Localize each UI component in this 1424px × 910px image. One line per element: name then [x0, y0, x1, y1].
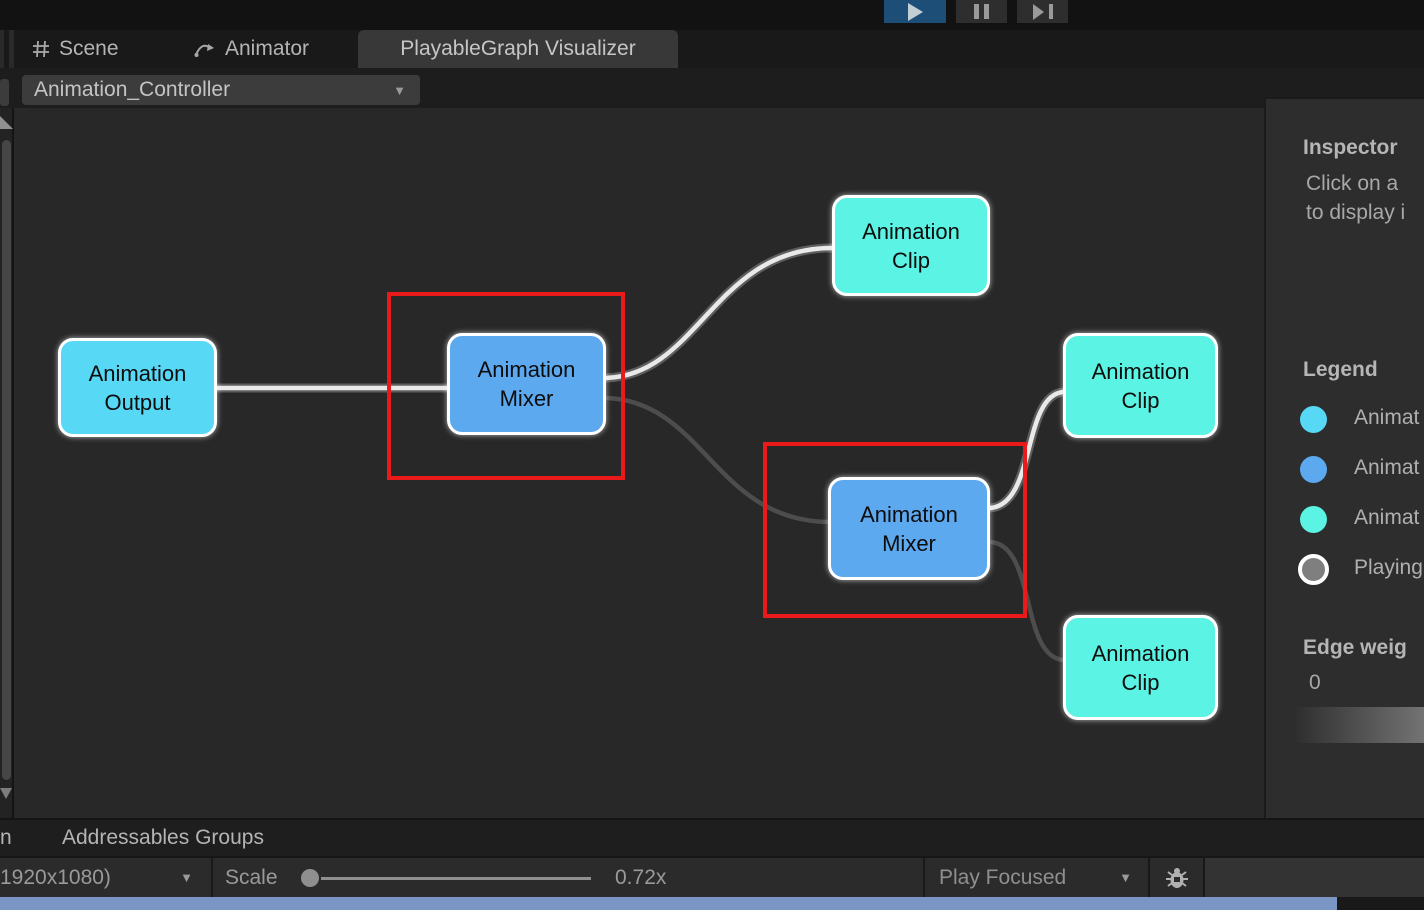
cut-tab-label[interactable]: n	[0, 826, 12, 849]
animator-icon	[194, 44, 214, 57]
graph-edges	[212, 243, 1068, 663]
chevron-down-icon: ▼	[1119, 870, 1132, 885]
graph-toolbar-row: Animation_Controller ▼	[0, 68, 1424, 108]
scale-slider-track[interactable]	[321, 877, 591, 880]
legend-label-playing: Playing	[1354, 556, 1423, 579]
tab-animator-label: Animator	[225, 37, 310, 60]
pause-button[interactable]	[956, 0, 1007, 23]
tab-scene[interactable]: Scene	[28, 30, 123, 68]
node-animation-output[interactable]: Animation Output	[58, 338, 217, 437]
edge-mixer2-clip-right	[987, 389, 1066, 511]
pause-icon	[974, 4, 979, 19]
chevron-down-icon: ▼	[393, 83, 406, 98]
scale-control: Scale 0.72x	[213, 858, 925, 897]
node-animation-clip-top[interactable]: Animation Clip	[832, 195, 990, 296]
play-controls	[884, 0, 1068, 23]
debug-button[interactable]	[1150, 858, 1205, 897]
bottom-strip-end	[1337, 897, 1424, 910]
edge-weight-min-label: 0	[1309, 671, 1321, 694]
scrollbar-thumb[interactable]	[2, 140, 11, 780]
node-animation-mixer-1[interactable]: Animation Mixer	[447, 333, 606, 435]
play-button[interactable]	[884, 0, 946, 23]
tab-animator[interactable]: Animator	[190, 30, 313, 68]
legend-dot-playing	[1298, 554, 1329, 585]
legend-label-mixer: Animat	[1354, 456, 1420, 479]
step-button[interactable]	[1017, 0, 1068, 23]
inspector-hint-line1: Click on a	[1306, 172, 1399, 195]
playablegraph-canvas[interactable]: Animation Output Animation Mixer Animati…	[14, 108, 1264, 818]
tab-playablegraph-label: PlayableGraph Visualizer	[400, 37, 636, 60]
scale-value: 0.72x	[615, 865, 667, 889]
legend-dot-output	[1300, 406, 1327, 433]
legend-dot-clip	[1300, 506, 1327, 533]
node-animation-clip-right[interactable]: Animation Clip	[1063, 333, 1218, 438]
edge-mixer2-clip-bottom	[987, 539, 1066, 663]
node-animation-clip-bottom[interactable]: Animation Clip	[1063, 615, 1218, 720]
edge-weight-title: Edge weig	[1303, 636, 1407, 659]
status-bar: 1920x1080) ▼ Scale 0.72x Play Focused ▼	[0, 856, 1424, 897]
cut-panel-edge	[9, 30, 14, 68]
bug-icon	[1165, 867, 1188, 888]
legend-title: Legend	[1303, 358, 1378, 381]
scroll-up-icon[interactable]	[0, 116, 13, 129]
edge-weight-gradient	[1296, 707, 1424, 743]
graph-selector-dropdown[interactable]: Animation_Controller ▼	[22, 75, 420, 105]
play-focused-dropdown[interactable]: Play Focused ▼	[925, 858, 1150, 897]
edge-mixer1-mixer2	[603, 395, 831, 525]
legend-label-output: Animat	[1354, 406, 1420, 429]
status-bar-filler	[1205, 858, 1424, 897]
highlight-rect-mixer1	[387, 292, 625, 480]
tab-addressables-groups[interactable]: Addressables Groups	[62, 826, 264, 849]
tab-scene-label: Scene	[59, 37, 119, 60]
scale-label: Scale	[225, 865, 278, 889]
highlight-rect-mixer2	[763, 442, 1027, 618]
scene-grid-icon	[33, 40, 49, 58]
editor-top-toolbar	[0, 0, 1424, 30]
cut-left-scrollbar	[0, 108, 14, 818]
cut-control-fragment	[0, 79, 9, 106]
inspector-title: Inspector	[1303, 136, 1398, 159]
legend-label-clip: Animat	[1354, 506, 1420, 529]
inspector-panel: Inspector Click on a to display i Legend…	[1264, 97, 1424, 818]
step-icon	[1032, 3, 1044, 20]
resolution-dropdown[interactable]: 1920x1080) ▼	[0, 858, 213, 897]
window-tab-bar: Scene Animator PlayableGraph Visualizer	[0, 30, 1424, 68]
bottom-progress-strip	[0, 897, 1337, 910]
chevron-down-icon: ▼	[180, 870, 193, 885]
inspector-hint-line2: to display i	[1306, 201, 1406, 224]
node-animation-mixer-2[interactable]: Animation Mixer	[828, 477, 990, 580]
resolution-value: 1920x1080)	[0, 865, 111, 889]
scale-slider-knob[interactable]	[301, 869, 319, 887]
edge-mixer1-clip-top	[603, 245, 835, 381]
scroll-down-icon[interactable]	[0, 788, 12, 799]
bottom-tab-bar: n Addressables Groups	[0, 818, 1424, 856]
play-focused-value: Play Focused	[939, 865, 1067, 889]
play-icon	[907, 2, 923, 21]
legend-dot-mixer	[1300, 456, 1327, 483]
cut-panel-edge	[0, 30, 4, 68]
tab-playablegraph-visualizer[interactable]: PlayableGraph Visualizer	[358, 30, 678, 68]
graph-selector-value: Animation_Controller	[34, 78, 231, 101]
